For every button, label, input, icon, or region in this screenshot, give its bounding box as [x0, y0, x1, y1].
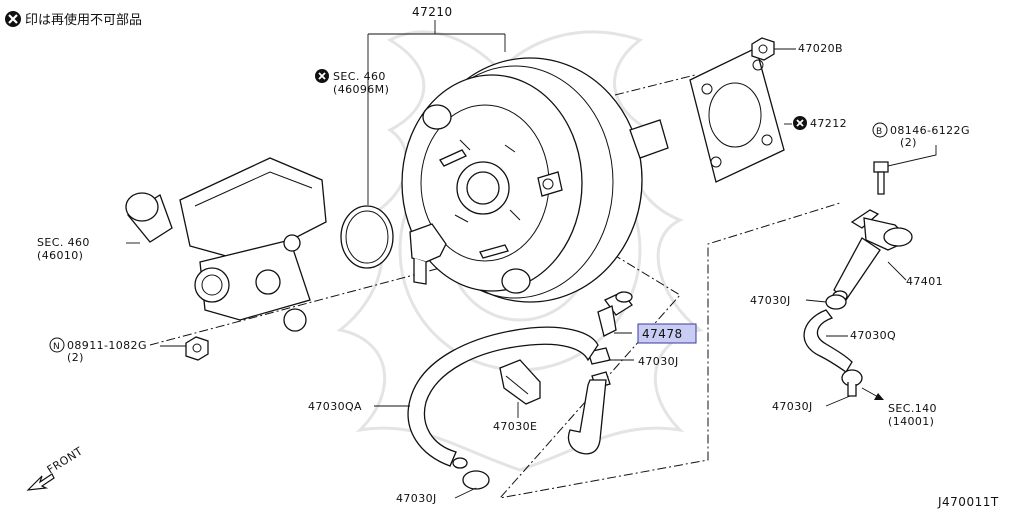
vacuum-connector — [832, 209, 913, 302]
x-circle-icon — [5, 11, 21, 27]
label-clamp-b: 47030J — [772, 400, 813, 413]
brake-booster — [401, 57, 669, 303]
label-sec460-left-sub: (46010) — [37, 249, 83, 262]
b-circle-icon: B — [872, 122, 888, 138]
nut-prefix: N — [53, 342, 60, 352]
master-cylinder — [125, 157, 327, 332]
direction-arrow — [861, 387, 884, 400]
hose-clamp-upper-right — [825, 294, 847, 310]
highlight-box — [637, 323, 697, 344]
label-booster: 47210 — [412, 5, 453, 19]
bolt-prefix: B — [876, 127, 883, 137]
label-hose-q: 47030Q — [850, 329, 896, 342]
bolt — [873, 161, 889, 195]
label-clamp-d: 47030J — [396, 492, 437, 505]
label-hose-qa: 47030QA — [308, 400, 362, 413]
o-ring — [340, 205, 394, 269]
label-bolt-qty: (2) — [900, 136, 917, 149]
label-bracket: 47030E — [493, 420, 537, 433]
hose-bracket — [499, 359, 541, 405]
label-sec140-sub: (14001) — [888, 415, 934, 428]
front-arrow-icon — [26, 473, 55, 491]
label-flange-nut-qty: (2) — [67, 351, 84, 364]
label-gasket: 47212 — [810, 117, 847, 130]
leader-lines — [126, 20, 937, 499]
label-diagram-id: J470011T — [937, 495, 999, 509]
hose-clamp-lower-right — [841, 369, 863, 397]
label-hex-nut: 47020B — [798, 42, 843, 55]
flange-nut — [185, 336, 209, 361]
label-flange-nut: 08911-1082G — [67, 339, 147, 352]
vacuum-hose-qa — [407, 326, 607, 467]
label-check-valve: 47478 — [642, 327, 683, 341]
label-clamp-a: 47030J — [750, 294, 791, 307]
legend: 印は再使用不可部品 — [5, 11, 142, 28]
legend-text: 印は再使用不可部品 — [25, 12, 142, 28]
label-sec460-top: SEC. 460 — [333, 70, 386, 83]
n-circle-icon: N — [49, 337, 65, 353]
hose-clamp-bottom — [452, 457, 490, 490]
label-connector: 47401 — [906, 275, 943, 288]
label-sec140: SEC.140 — [888, 402, 937, 415]
label-bolt: 08146-6122G — [890, 124, 970, 137]
vacuum-hose-q — [803, 309, 853, 373]
x-circle-icon — [793, 116, 807, 130]
label-front: FRONT — [45, 445, 85, 477]
alignment-lines — [149, 74, 841, 499]
gasket — [689, 47, 785, 183]
label-sec460-top-sub: (46096M) — [333, 83, 389, 96]
label-clamp-c: 47030J — [638, 355, 679, 368]
label-sec460-left: SEC. 460 — [37, 236, 90, 249]
x-circle-icon — [315, 69, 329, 83]
hex-nut — [751, 37, 775, 61]
check-valve — [597, 291, 633, 337]
